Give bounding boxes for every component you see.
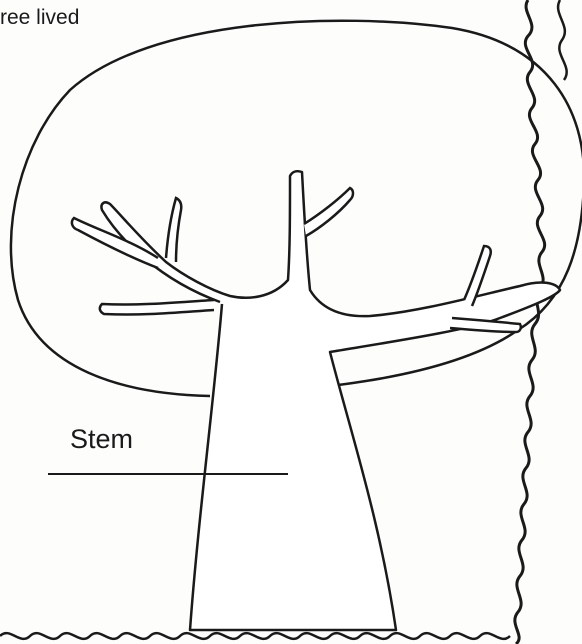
branch-right-lower bbox=[450, 318, 521, 332]
right-wavy-border-inner bbox=[558, 0, 567, 80]
bottom-wavy-border bbox=[0, 633, 510, 639]
caption-text: ree lived bbox=[0, 6, 79, 30]
stem-label: Stem bbox=[70, 424, 133, 455]
branch-left-lower bbox=[100, 300, 214, 315]
branch-right-upper bbox=[304, 188, 353, 236]
branch-left-twig bbox=[166, 198, 181, 262]
